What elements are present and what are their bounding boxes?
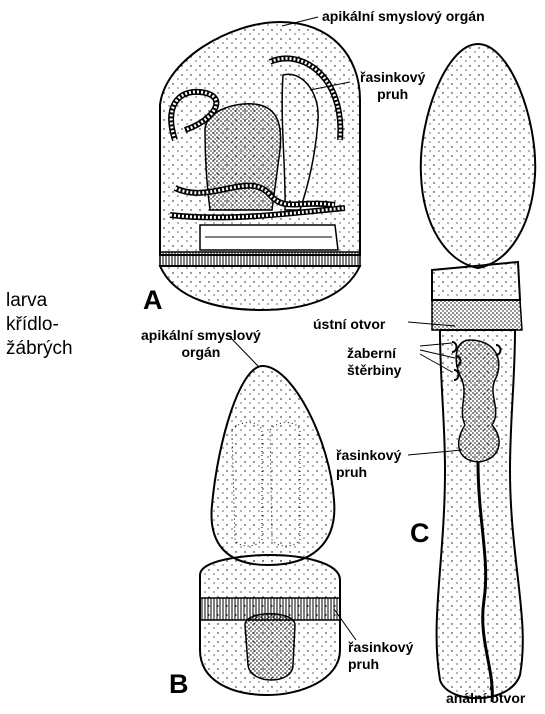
larva-c-figure (408, 44, 535, 702)
label-apical-organ-b-line-1: apikální smyslový (141, 327, 261, 344)
label-anal-opening: anální otvor (446, 690, 525, 707)
label-ciliary-band-a-line-1: řasinkový (360, 69, 425, 86)
side-title-line-1: larva (6, 289, 73, 313)
label-gill-slits-line-1: žaberní (347, 345, 401, 362)
label-gill-slits: žaberní štěrbiny (347, 345, 401, 379)
label-apical-organ-a: apikální smyslový orgán (322, 8, 485, 25)
label-mouth-opening: ústní otvor (313, 316, 385, 333)
label-ciliary-band-c: řasinkový pruh (336, 447, 401, 481)
side-title-line-2: křídlo- (6, 313, 73, 337)
larva-b-figure (200, 335, 356, 695)
larva-a-figure (160, 17, 360, 310)
label-ciliary-band-a: řasinkový pruh (360, 69, 425, 103)
label-gill-slits-line-2: štěrbiny (347, 362, 401, 379)
label-apical-organ-b-line-2: orgán (141, 344, 261, 361)
label-ciliary-band-b-line-2: pruh (348, 656, 413, 673)
label-ciliary-band-b-line-1: řasinkový (348, 639, 413, 656)
side-title: larva křídlo- žábrých (6, 289, 73, 361)
side-title-line-3: žábrých (6, 337, 73, 361)
letter-b: B (169, 669, 189, 699)
label-ciliary-band-a-line-2: pruh (360, 86, 425, 103)
label-ciliary-band-c-line-2: pruh (336, 464, 401, 481)
letter-c: C (410, 518, 430, 548)
label-apical-organ-b: apikální smyslový orgán (141, 327, 261, 361)
label-ciliary-band-b: řasinkový pruh (348, 639, 413, 673)
label-ciliary-band-c-line-1: řasinkový (336, 447, 401, 464)
letter-a: A (143, 285, 163, 315)
